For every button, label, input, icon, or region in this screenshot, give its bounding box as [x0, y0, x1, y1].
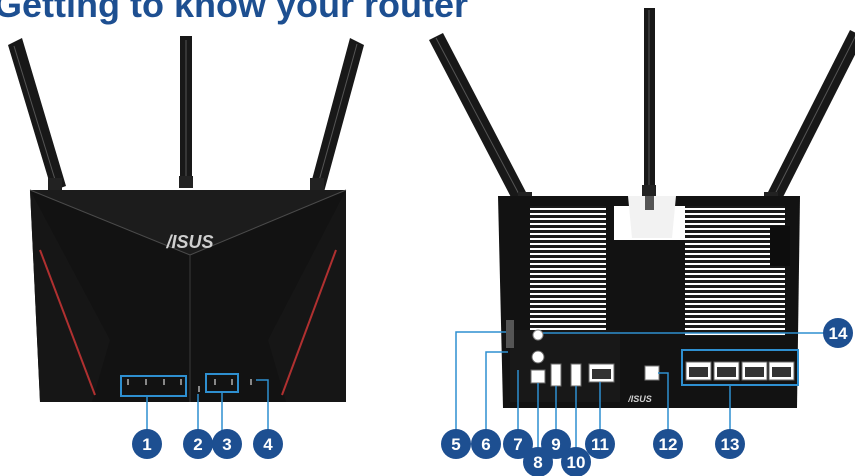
lan-ports [685, 361, 795, 381]
callout-10: 10 [561, 447, 591, 476]
callout-3-label: 3 [222, 435, 231, 454]
callout-2-label: 2 [193, 435, 202, 454]
usb3-port [550, 363, 562, 387]
callout-3: 3 [212, 429, 242, 459]
callout-2: 2 [183, 429, 213, 459]
callout-12: 12 [653, 429, 683, 459]
front-brand-logo: /ISUS [165, 232, 213, 252]
front-antenna-left [8, 38, 66, 191]
side-switch [506, 320, 514, 348]
back-antenna-center [642, 8, 656, 199]
router-back-view: /ISUS [429, 8, 855, 455]
callout-11-label: 11 [591, 435, 609, 454]
front-body: /ISUS [29, 189, 347, 402]
callout-14: 14 [823, 318, 853, 348]
back-antenna-left [429, 33, 532, 210]
front-antenna-right [310, 38, 364, 192]
wps-button [532, 329, 544, 341]
callout-6: 6 [471, 429, 501, 459]
callout-11: 11 [585, 429, 615, 459]
callout-7-label: 7 [513, 435, 522, 454]
power-jack [530, 369, 546, 384]
callout-9-label: 9 [551, 435, 560, 454]
callout-12-label: 12 [659, 435, 678, 454]
callout-13: 13 [715, 429, 745, 459]
callout-13-label: 13 [721, 435, 740, 454]
reset-button [644, 365, 660, 381]
callout-10-label: 10 [567, 453, 586, 472]
router-front-view: /ISUS [8, 36, 364, 432]
callout-8-label: 8 [533, 453, 542, 472]
callout-5: 5 [441, 429, 471, 459]
callout-5-label: 5 [451, 435, 460, 454]
callout-4-label: 4 [263, 435, 273, 454]
usb2-port [570, 363, 582, 387]
front-led-indicators [127, 379, 252, 392]
callout-4: 4 [253, 429, 283, 459]
callout-7: 7 [503, 429, 533, 459]
power-button [531, 350, 545, 364]
callout-6-label: 6 [481, 435, 490, 454]
lan-leds-highlight [120, 375, 187, 397]
page-title: Getting to know your router [0, 0, 468, 25]
back-body: /ISUS [498, 196, 800, 408]
callout-1-label: 1 [142, 435, 151, 454]
callout-9: 9 [541, 429, 571, 459]
lan-ports-highlight [681, 349, 799, 386]
callout-14-label: 14 [829, 324, 848, 343]
back-antenna-right [764, 30, 855, 210]
back-brand-logo: /ISUS [627, 394, 652, 404]
front-antenna-center [179, 36, 193, 188]
callout-1: 1 [132, 429, 162, 459]
